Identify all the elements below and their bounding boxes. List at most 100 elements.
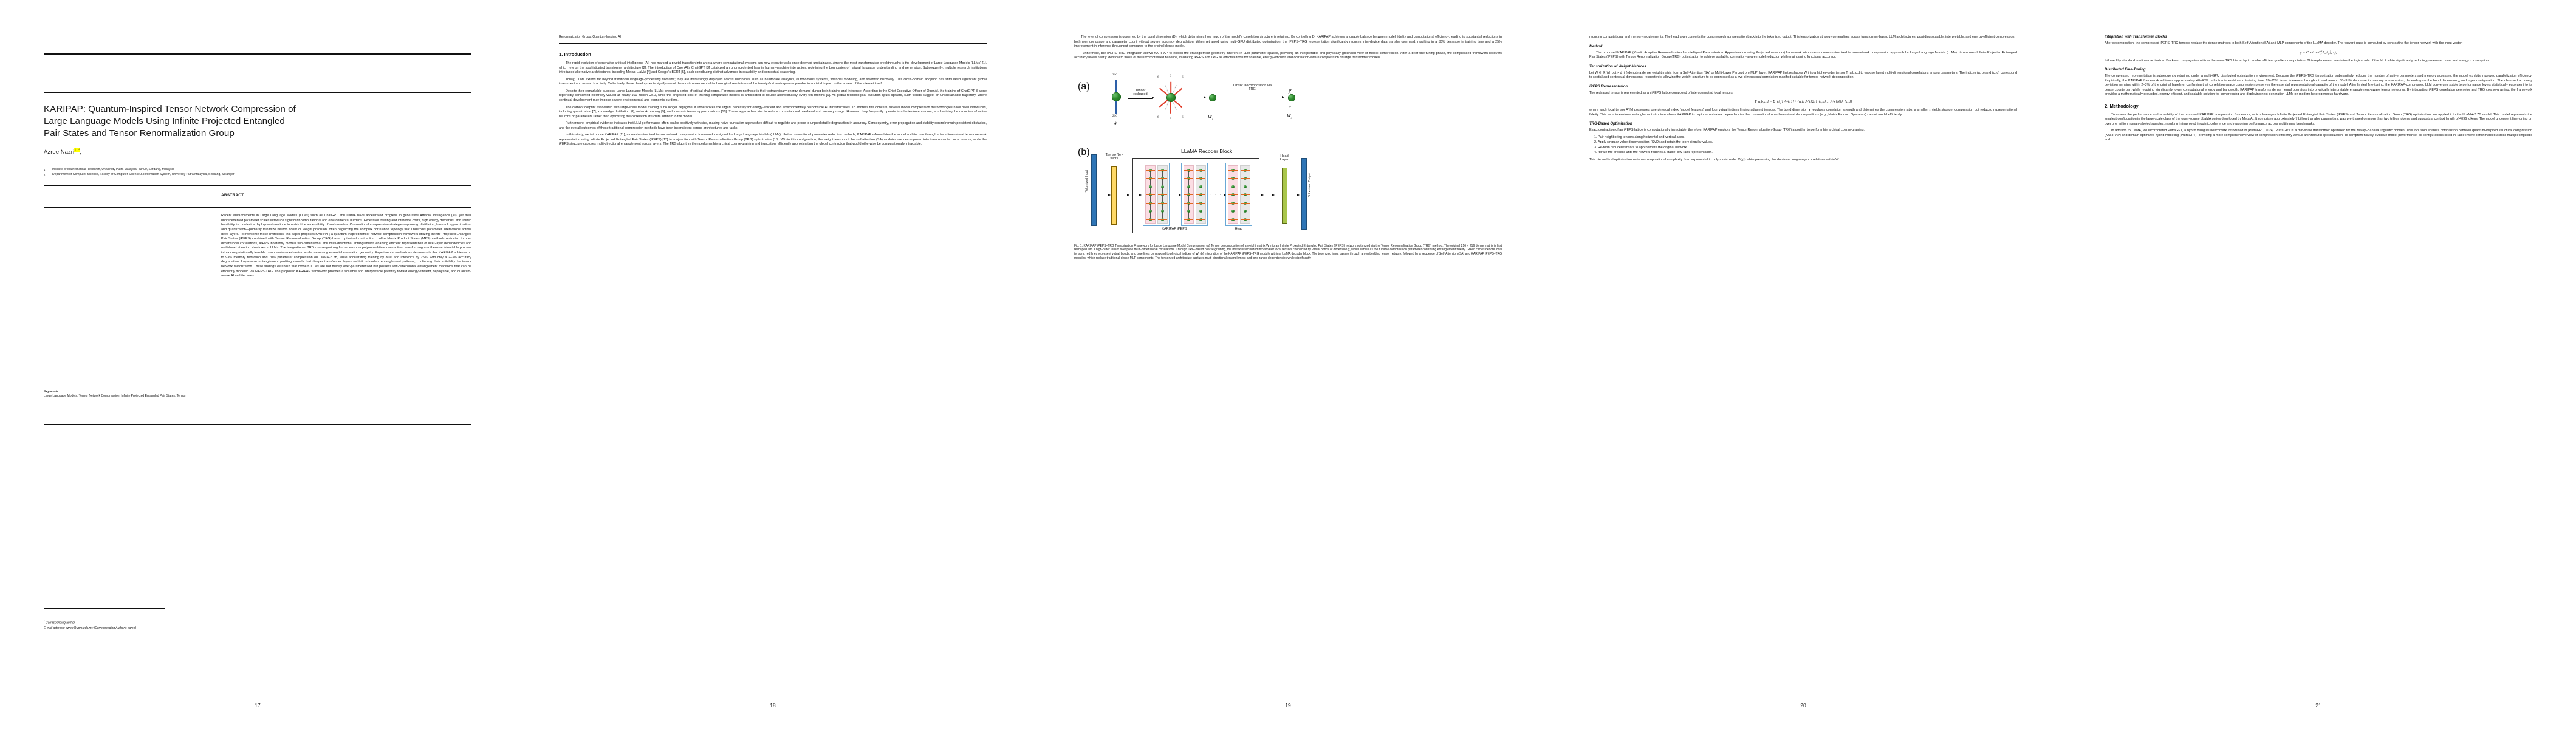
panel-a-label: (a) [1078,81,1090,92]
physical-bond-top [1115,80,1117,92]
head-group-label: Head [1235,227,1243,231]
arrow-label-trg-line1: Tensor Decomposition via [1232,83,1272,87]
subsection-heading-tensorization: Tensorization of Weight Matrices [1589,64,1646,69]
title-line-3: Pair States and Tensor Renormalization G… [44,128,235,139]
equation-ipeps: T_a,b,c,d = Σ_{i,j} A^{[1]}_{a,i} A^{[2]… [1754,100,1852,104]
recoder-block-frame [1132,157,1259,233]
author-superscript: 1, * [74,148,80,152]
footnote-line-2: E-mail address: azree@upm.edu.my (Corres… [44,626,137,630]
footnote-divider [44,608,165,609]
section-heading-methodology: 2. Methodology [2105,103,2139,109]
tensor-network-box [1111,166,1117,225]
subsection-heading-method: Method [1589,44,1603,49]
ipeps-horizontal-bond [1184,219,1193,220]
abstract-label: ABSTRACT [221,193,244,197]
paragraph: Furthermore, the iPEPS–TRG integration a… [1074,51,1502,60]
arrow-head [1261,194,1264,197]
subsection-heading-trg: TRG-Based Optimization [1589,122,1632,126]
divider-title [44,92,471,93]
paragraph: After decomposition, the compressed iPEP… [2105,41,2463,45]
tokenized-output-bar [1301,157,1307,230]
list-item: Iterate the process until the network re… [1598,151,2017,156]
equation-contract: y = Contract({A_i,j}, x), [2300,50,2337,55]
author-trailing: , [80,149,82,156]
page2-body: Renormalization Group; Quantum-Inspired … [559,35,987,149]
ipeps-horizontal-bond [1241,178,1250,179]
arrow-label-reshape: Tensor reshaped [1126,89,1155,96]
footnote-line-1: * Corresponding author. [44,620,471,626]
arrow-label-reshape-line1: Tensor [1135,88,1146,92]
arrow-head [1297,194,1300,197]
title-line-1: KARIPAP: Quantum-Inspired Tensor Network… [44,104,296,114]
head-layer-label: Head Layer [1275,154,1294,162]
subsection-heading-integration: Integration with Transformer Blocks [2105,35,2167,39]
arrow-head [1272,194,1275,197]
ipeps-horizontal-bond [1146,169,1155,171]
ipeps-horizontal-bond [1228,194,1238,196]
tensor-network-label-line2: twork [1110,157,1118,161]
w1-sub: 1 [1211,118,1214,122]
divider-keywords-2 [559,43,987,45]
arrow-reshape-line [1128,98,1152,99]
matrix-w1-label: W1 [1208,114,1213,122]
list-item: Apply singular-value decomposition (SVD)… [1598,140,2017,145]
figure-panel-a: (a) 216 216 W Tensor reshaped [1074,69,1502,141]
dim-label-bottom: 216 [1112,114,1117,118]
arrow-head [1108,194,1111,197]
ipeps-horizontal-bond [1196,169,1205,171]
bond-label-bottom-3: 6 [1182,115,1184,119]
paragraph: The reshaped tensor is represented as an… [1589,91,1734,95]
paragraph: followed by standard nonlinear activatio… [2105,58,2490,63]
ipeps-horizontal-bond [1146,178,1155,179]
subsection-heading-ipeps: iPEPS Representation [1589,84,1628,89]
arrow-head [1224,194,1226,197]
tensor-network-label-line1: Tsenso Ne - [1105,152,1123,157]
bond-label-bottom-2: 6 [1170,116,1171,120]
x-label: x [1289,105,1291,109]
paragraph: Despite their remarkable success, Large … [559,89,987,102]
ipeps-horizontal-bond [1196,202,1205,204]
head-layer-box [1282,167,1287,224]
page-number-3: 19 [1285,702,1291,708]
recoder-block-title: LLaMA Recoder Block [1181,148,1233,154]
divider-abstract-bottom [44,207,471,208]
ipeps-horizontal-bond [1146,194,1155,196]
paragraph: Today, LLMs extend far beyond traditiona… [559,77,987,86]
footnote-corresponding: Corresponding author. [45,621,76,625]
arrow-small-head [1204,96,1206,99]
dim-label-top: 216 [1112,72,1117,77]
paragraph: Let W ∈ ℝ^(d_out × d_in) denote a dense … [1589,70,2017,80]
ipeps-horizontal-bond [1196,219,1205,220]
paragraph: Exact contraction of an iPEPS lattice is… [1589,128,1865,132]
paragraph: where each local tensor A^[k] possesses … [1589,108,2017,117]
tokenized-output-label: Tokenized Output [1308,172,1312,197]
page-number-5: 21 [2315,702,2321,708]
ipeps-horizontal-bond [1228,178,1238,179]
ipeps-horizontal-bond [1158,194,1167,196]
paragraph: The compressed representation is subsequ… [2105,74,2532,97]
tensor-node-w1 [1209,94,1216,101]
page-number-4: 20 [1800,702,1806,708]
arrow-head [1127,194,1129,197]
tokenized-input-label: Tokenized Input [1085,169,1089,192]
tensor-network-label: Tsenso Ne - twork [1101,153,1128,162]
figure-panel-b: (b) Tokenized Input Tsenso Ne - twork [1074,143,1502,239]
paragraph: reducing computational and memory requir… [1589,35,2015,39]
ipeps-horizontal-bond [1184,169,1193,171]
figure-1: (a) 216 216 W Tensor reshaped [1074,69,1502,239]
ipeps-horizontal-bond [1158,219,1167,220]
bond-label-top-3: 6 [1182,75,1184,79]
affiliation-1-text: Institute of Mathematical Research, Univ… [52,168,174,171]
arrow-label-trg-line2: TRG [1249,87,1256,91]
document-page-5: Integration with Transformer Blocks Afte… [2061,0,2576,729]
document-page-4: reducing computational and memory requir… [1546,0,2061,729]
chi-symbol: χ [1289,87,1292,94]
ipeps-horizontal-bond [1241,169,1250,171]
figure-caption: Fig. 1. KARIPAP iPEPS–TRG Tensorization … [1074,244,1502,261]
ipeps-horizontal-bond [1184,178,1193,179]
paragraph: This hierarchical optimization reduces c… [1589,157,1840,162]
w3-base: W [1287,112,1291,118]
affiliation-1: 1 Institute of Mathematical Research, Un… [44,168,471,173]
panel-b-label: (b) [1078,146,1090,157]
